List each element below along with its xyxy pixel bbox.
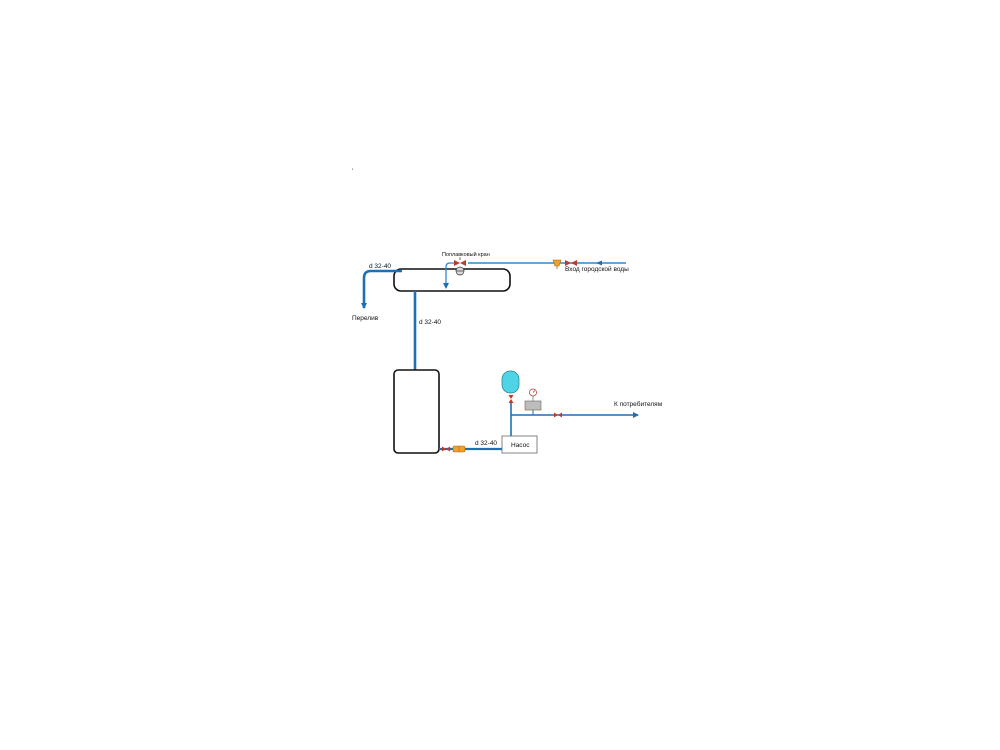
stray-mark: ' <box>352 169 353 175</box>
overflow-diameter-label: d 32-40 <box>369 263 391 270</box>
float-valve-outlet-pipe <box>443 262 454 289</box>
lower-storage-tank <box>393 369 440 454</box>
ball-valve-inlet-icon <box>565 260 577 266</box>
riser-diameter-label: d 32-40 <box>419 319 441 326</box>
float-icon <box>455 266 465 276</box>
float-valve-icon <box>454 257 466 266</box>
check-valve-icon <box>452 445 466 453</box>
pump-line-diameter-label: d 32-40 <box>475 440 497 447</box>
pressure-switch-icon <box>524 400 542 415</box>
upper-storage-tank <box>393 268 511 292</box>
strainer-filter-icon <box>552 259 562 269</box>
city-water-inlet-label: Вход городской воды <box>565 265 629 273</box>
membrane-tank-icon <box>501 370 520 394</box>
consumer-valve-icon <box>554 412 562 418</box>
membrane-tank-valve-icon <box>508 395 514 403</box>
suction-valve-icon <box>442 446 450 452</box>
pump-label: Насос <box>511 442 530 449</box>
pressure-gauge-icon <box>529 388 537 401</box>
to-consumers-label: К потребителям <box>614 400 663 408</box>
inlet-arrow-icon <box>596 260 602 266</box>
pump-box <box>501 435 538 454</box>
float-valve-label: Поплавковый кран <box>442 251 490 258</box>
overflow-pipe <box>361 269 402 309</box>
overflow-label: Перелив <box>352 315 379 322</box>
